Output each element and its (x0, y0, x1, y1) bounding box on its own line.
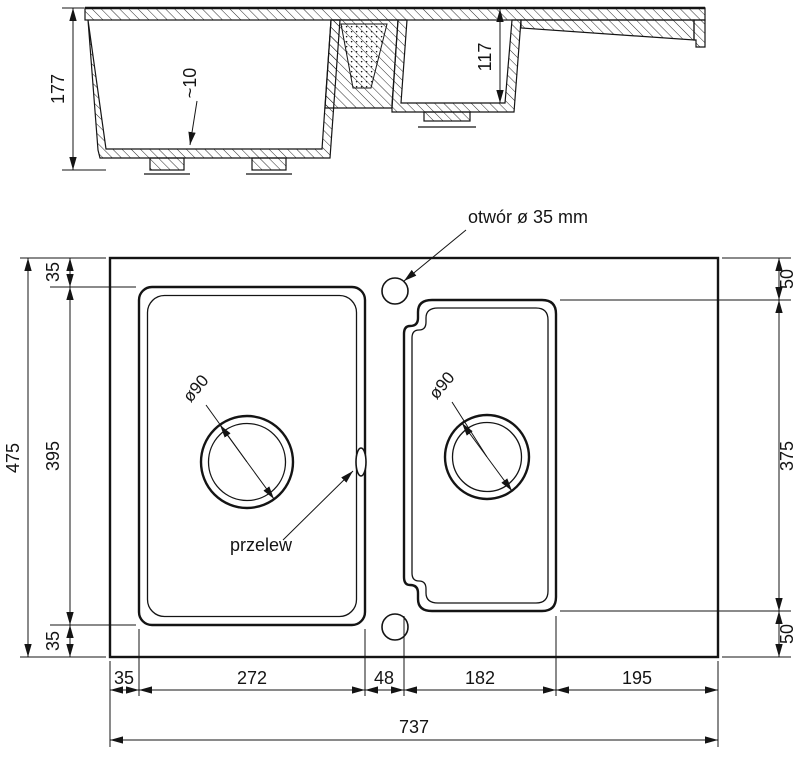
drain-boss (251, 157, 287, 171)
dim-272-label: 272 (237, 668, 267, 688)
cross-section-view: 177 ~10 117 (48, 6, 706, 175)
annotations: otwór ø 35 mm przelew ø90 ø90 (179, 207, 588, 555)
overflow-slot (355, 447, 367, 477)
dim-35-bottom-label: 35 (43, 631, 63, 651)
overflow-label: przelew (230, 535, 293, 555)
hole-label: otwór ø 35 mm (468, 207, 588, 227)
right-basin-inner (411, 307, 549, 604)
dim-177-label: 177 (48, 74, 68, 104)
right-basin (402, 298, 558, 613)
tap-hole-bottom (381, 613, 409, 641)
left-basin-section (87, 19, 341, 159)
dim-48-label: 48 (374, 668, 394, 688)
tap-holes (381, 277, 409, 641)
dimensions-right: 50 375 50 (560, 257, 797, 658)
tap-hole-top (381, 277, 409, 305)
section-dimensions: 177 ~10 117 (48, 7, 504, 171)
drain-boss (423, 111, 471, 122)
dim-117-label: 117 (475, 43, 495, 72)
rim-strip (84, 7, 706, 21)
hole-leader (403, 229, 467, 282)
dim-35-label: 35 (114, 668, 134, 688)
drainer-end-lip (693, 19, 706, 48)
leader-t10 (188, 100, 198, 146)
dim-395-label: 395 (43, 441, 63, 471)
dim-195-label: 195 (622, 668, 652, 688)
left-basin-outer (137, 285, 367, 627)
dim-35-top-label: 35 (43, 262, 63, 282)
dimensions-left: 475 35 395 35 (3, 257, 136, 658)
dim-182-label: 182 (465, 668, 495, 688)
dimensions-bottom: 35 272 48 182 195 737 (109, 616, 719, 747)
dim-475-label: 475 (3, 443, 23, 473)
dim-t10-label: ~10 (180, 68, 200, 99)
right-drain-inner (451, 421, 523, 493)
right-basin-outer (402, 298, 558, 613)
drainer-section (520, 19, 695, 41)
section-material (84, 6, 706, 175)
left-drain-inner (207, 422, 287, 502)
drain-boss (149, 157, 185, 171)
overflow-leader (282, 470, 354, 541)
left-basin (137, 285, 367, 627)
left-drain-outer (199, 414, 295, 510)
small-basin-section (391, 19, 522, 113)
dim-50-bottom-label: 50 (777, 624, 797, 644)
overflow-channel-section (340, 23, 388, 89)
plan-view: otwór ø 35 mm przelew ø90 ø90 (3, 207, 797, 747)
right-drain-outer (443, 413, 531, 501)
dim-375-label: 375 (777, 441, 797, 471)
dim-737-label: 737 (399, 717, 429, 737)
dim-50-top-label: 50 (777, 269, 797, 289)
